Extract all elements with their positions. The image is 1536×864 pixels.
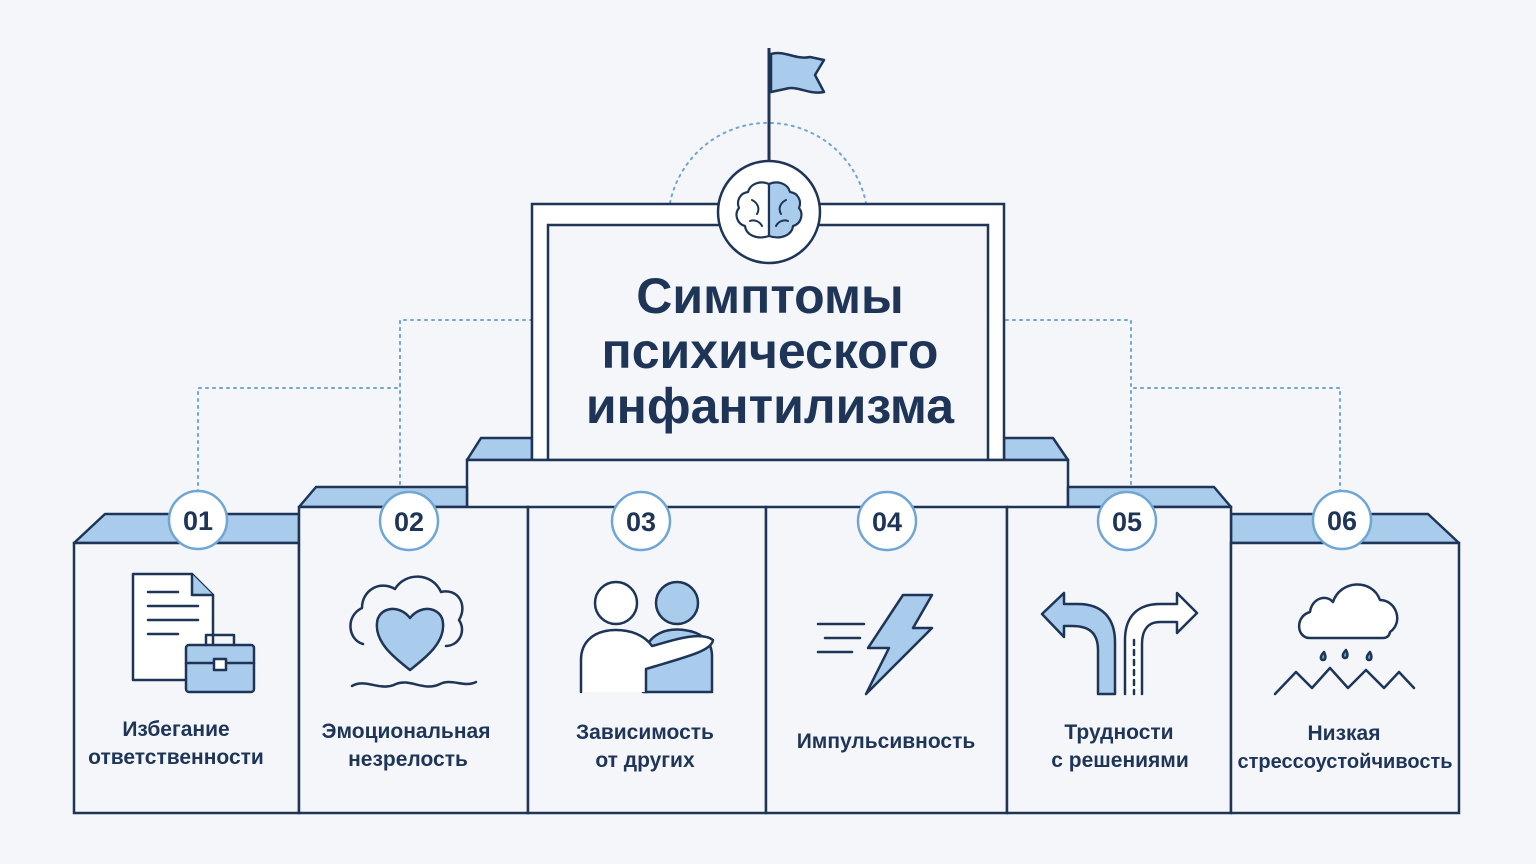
badge-1: 01	[167, 489, 229, 551]
badge-number-4: 04	[872, 507, 902, 537]
label-1-line-2: ответственности	[88, 746, 264, 769]
connector-6	[1130, 387, 1341, 493]
badge-number-6: 06	[1327, 506, 1357, 536]
badge-number-3: 03	[626, 507, 656, 537]
badge-5: 05	[1096, 490, 1158, 552]
badge-4: 04	[856, 490, 918, 552]
number-badges: 01 02 03 04 05 06	[167, 489, 1373, 552]
flag-icon	[767, 48, 826, 160]
label-3-line-2: от других	[595, 749, 695, 772]
label-5-line-1: Трудности	[1064, 721, 1173, 744]
title-line-2: психического	[602, 323, 939, 379]
label-4-line-1: Импульсивность	[797, 730, 976, 753]
label-2-line-1: Эмоциональная	[322, 720, 491, 743]
label-6-line-2: стрессоустойчивость	[1237, 751, 1452, 773]
label-1-line-1: Избегание	[122, 718, 229, 741]
title-line-1: Симптомы	[636, 268, 903, 324]
split-arrows-icon	[1040, 591, 1199, 696]
badge-3: 03	[610, 490, 672, 552]
badge-number-2: 02	[394, 507, 424, 537]
rain-cloud-icon	[1273, 583, 1416, 696]
connector-5	[1003, 319, 1132, 485]
box-5	[1005, 505, 1233, 815]
lightning-icon	[816, 593, 934, 696]
connector-1	[197, 319, 533, 493]
document-briefcase-icon	[131, 572, 256, 694]
embracing-people-icon	[579, 580, 715, 694]
badge-2: 02	[378, 490, 440, 552]
title-line-3: инфантилизма	[586, 378, 955, 434]
label-5-line-2: с решениями	[1051, 749, 1189, 772]
symptom-labels: Избегание ответственности Эмоциональная …	[88, 718, 1452, 773]
badge-6: 06	[1311, 489, 1373, 551]
badge-number-5: 05	[1112, 507, 1142, 537]
connector-top	[669, 121, 867, 204]
cloud-heart-icon	[349, 575, 478, 688]
label-3-line-1: Зависимость	[576, 721, 714, 744]
label-2-line-2: незрелость	[348, 748, 468, 771]
badge-number-1: 01	[183, 506, 213, 536]
label-6-line-1: Низкая	[1308, 722, 1381, 745]
brain-icon	[716, 159, 822, 265]
